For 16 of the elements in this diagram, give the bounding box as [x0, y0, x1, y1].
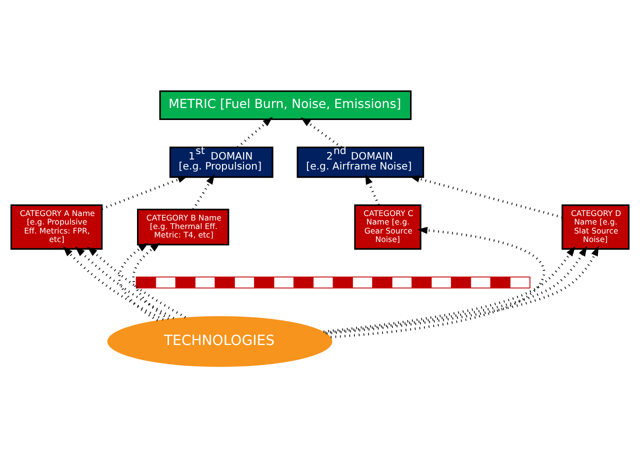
node-box: CATEGORY C Name [e.g. Gear Source Noise]: [354, 204, 422, 250]
arrow: [365, 174, 380, 206]
node-box: CATEGORY D Name [e.g. Slat Source Noise]: [562, 204, 630, 250]
node-box: CATEGORY B Name [e.g. Thermal Eff. Metric: T4, etc]: [137, 208, 230, 246]
node-box: CATEGORY A Name [e.g. Propulsive Eff. Metrics: FPR, etc]: [10, 204, 103, 250]
arrow: [87, 246, 186, 318]
arrow: [62, 246, 164, 321]
arrow: [132, 242, 170, 320]
node-ellipse: TECHNOLOGIES: [107, 316, 332, 367]
arrow: [192, 174, 215, 210]
arrow: [409, 175, 562, 218]
arrow: [102, 176, 188, 210]
arrow: [300, 117, 342, 148]
arrow: [75, 246, 174, 320]
node-box: METRIC [Fuel Burn, Noise, Emissions]: [159, 90, 412, 120]
arrow: [237, 116, 273, 148]
